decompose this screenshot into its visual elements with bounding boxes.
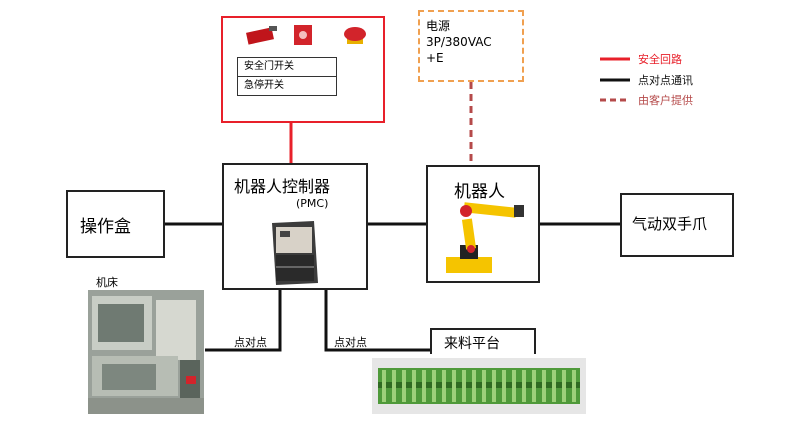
p2p-left-label: 点对点 xyxy=(234,336,267,349)
robot-arm-icon xyxy=(446,202,524,273)
robot-title: 机器人 xyxy=(454,182,505,202)
controller-to-platform-line xyxy=(324,290,430,352)
p2p-bottom-label: 点对点 xyxy=(334,336,367,349)
controller-cabinet-icon xyxy=(272,221,318,285)
operator-box-label: 操作盒 xyxy=(80,217,131,237)
robot-box: 机器人 xyxy=(426,165,540,283)
power-spec: 3P/380VAC xyxy=(426,35,492,49)
door-switch-icon xyxy=(246,26,277,45)
power-supply-box: 电源 3P/380VAC +E xyxy=(418,10,524,82)
feed-platform-label: 来料平台 xyxy=(444,336,500,352)
robot-controller-box: 机器人控制器 (PMC) xyxy=(222,163,368,290)
conveyor-rack-icon xyxy=(372,358,586,414)
gripper-box: 气动双手爪 xyxy=(620,193,734,257)
safety-switch-table: 安全门开关 急停开关 xyxy=(237,57,337,96)
estop-button-icon xyxy=(344,27,366,44)
safety-devices-box: 安全门开关 急停开关 xyxy=(221,16,385,123)
legend-comm-label: 点对点通讯 xyxy=(638,74,693,87)
controller-title: 机器人控制器 xyxy=(234,177,331,196)
machine-tool-label: 机床 xyxy=(96,276,118,289)
estop-switch-label: 急停开关 xyxy=(244,80,284,91)
operator-box: 操作盒 xyxy=(66,190,165,258)
gripper-label: 气动双手爪 xyxy=(632,215,708,233)
machine-tool-photo xyxy=(88,290,204,414)
power-label: 电源 xyxy=(426,19,451,33)
controller-to-machine-line xyxy=(205,290,282,352)
door-key-icon xyxy=(294,25,312,45)
power-ground: +E xyxy=(426,51,444,65)
controller-subtitle: (PMC) xyxy=(296,197,329,210)
legend-safety-label: 安全回路 xyxy=(638,53,682,66)
feed-platform-box: 来料平台 xyxy=(430,328,536,354)
legend-customer-label: 由客户提供 xyxy=(638,94,693,107)
door-switch-label: 安全门开关 xyxy=(238,58,336,77)
